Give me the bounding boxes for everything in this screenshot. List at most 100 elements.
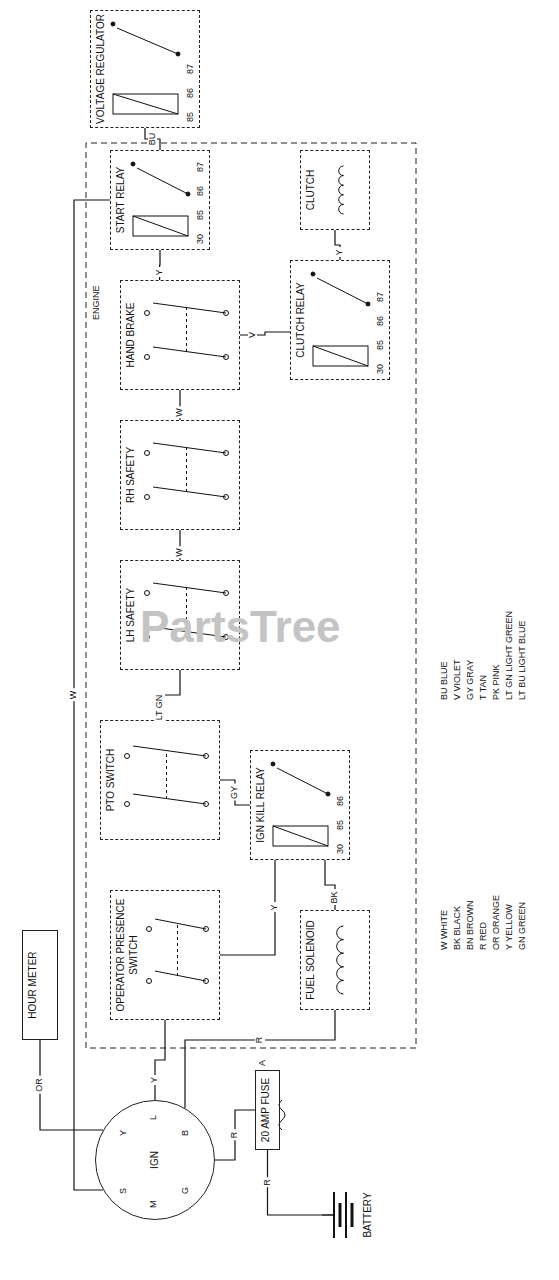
- relay-coil: [273, 826, 328, 846]
- wire-color: Y: [150, 1075, 160, 1085]
- switch-contact: [145, 311, 150, 316]
- switch-blade: [153, 443, 226, 453]
- wire-group: [40, 128, 340, 1215]
- relay-coil: [273, 826, 328, 846]
- wire-color: Y: [270, 902, 280, 912]
- wire-color: LT GN: [155, 693, 165, 723]
- color-key: LT BU LIGHT BLUE: [518, 620, 528, 700]
- switch-box: HAND BRAKE: [120, 280, 240, 390]
- switch-blade: [153, 487, 226, 497]
- switch-link: [186, 308, 187, 352]
- switch-blade: [133, 746, 206, 756]
- watermark: PartsTree: [140, 605, 341, 649]
- battery-symbol: [322, 1192, 352, 1238]
- battery: BATTERY: [322, 1170, 392, 1260]
- solenoid-box: FUEL SOLENOID: [300, 910, 370, 1010]
- relay-contact: [131, 162, 135, 166]
- switch-blade: [153, 303, 226, 313]
- color-key: R RED: [479, 922, 489, 950]
- pin-number: 86: [196, 186, 206, 196]
- node-label: CLUTCH: [305, 154, 318, 226]
- relay-contact: [137, 168, 188, 194]
- wire-color: W: [69, 689, 79, 702]
- node-label: HOUR METER: [27, 934, 40, 1036]
- wire-color: BK: [330, 889, 340, 905]
- node-label: IGN KILL RELAY: [255, 754, 268, 856]
- switch-blade: [153, 347, 226, 357]
- switch-box: RH SAFETY: [120, 420, 240, 530]
- pin-number: 87: [376, 292, 386, 302]
- pin-number: 86: [336, 796, 346, 806]
- switch-blade: [155, 919, 206, 929]
- wire: [145, 128, 160, 150]
- color-key: GN GREEN: [518, 902, 528, 950]
- node-label: 20 AMP FUSE: [260, 1074, 273, 1146]
- switch-contact: [147, 979, 152, 984]
- wire-color: R: [230, 1130, 240, 1141]
- color-key: OR ORANGE: [492, 895, 502, 950]
- color-key: BN BROWN: [466, 901, 476, 951]
- coil-symbol: [337, 926, 344, 994]
- color-key: LT GN LIGHT GREEN: [505, 611, 515, 700]
- color-key: GY GRAY: [466, 660, 476, 700]
- wire: [268, 1150, 323, 1215]
- fuse: 20 AMP FUSE: [255, 1070, 280, 1150]
- wire-color: Y: [155, 267, 165, 277]
- relay-coil: [113, 94, 178, 114]
- terminal-letter: A: [258, 1060, 268, 1066]
- wire-color: R: [263, 1177, 273, 1188]
- switch-contact: [145, 591, 150, 596]
- pin-number: 30: [336, 844, 346, 854]
- wire-color: R: [255, 1035, 265, 1046]
- pin-number: 30: [196, 234, 206, 244]
- terminal-letter: Y: [119, 1130, 129, 1136]
- pin-number: 87: [186, 64, 196, 74]
- switch-contact: [125, 754, 130, 759]
- relay-contact: [326, 792, 330, 796]
- switch-contact: [145, 635, 150, 640]
- coil-symbol: [339, 166, 344, 214]
- terminal-letter: B: [181, 1130, 191, 1136]
- switch-blade: [133, 794, 206, 804]
- relay-coil: [313, 346, 368, 366]
- pin-number: 86: [376, 316, 386, 326]
- pin-number: 85: [336, 820, 346, 830]
- switch-box: LH SAFETY: [120, 560, 240, 670]
- pin-number: 85: [376, 340, 386, 350]
- pin-number: 85: [196, 210, 206, 220]
- terminal-letter: G: [181, 1187, 191, 1194]
- color-key: W WHITE: [440, 910, 450, 950]
- wire-color: BU: [148, 131, 158, 148]
- relay-box: START RELAY: [110, 150, 210, 250]
- relay-coil: [133, 216, 188, 236]
- hour-meter: HOUR METER: [22, 930, 58, 1040]
- relay-coil: [313, 346, 368, 366]
- wire-color: OR: [35, 1076, 45, 1094]
- relay-contact: [311, 272, 315, 276]
- node-label: PTO SWITCH: [105, 724, 118, 836]
- wire: [215, 1110, 255, 1160]
- switch-link: [177, 924, 178, 976]
- node-label: LH SAFETY: [125, 564, 138, 666]
- terminal-letter: M: [149, 1201, 159, 1209]
- wire: [220, 860, 275, 955]
- node-label: VOLTAGE REGULATOR: [95, 14, 108, 124]
- node-label: FUEL SOLENOID: [305, 914, 318, 1006]
- node-label: RH SAFETY: [125, 424, 138, 526]
- relay-contact: [366, 302, 370, 306]
- node-label: BATTERY: [362, 1173, 375, 1257]
- switch-contact: [147, 927, 152, 932]
- relay-box: CLUTCH RELAY: [290, 260, 390, 380]
- node-label: HAND BRAKE: [125, 284, 138, 386]
- relay-contact: [111, 22, 115, 26]
- wire-color: Y: [335, 247, 345, 257]
- region-label: ENGINE: [92, 285, 102, 320]
- wire: [74, 200, 110, 1190]
- relay-contact: [117, 28, 178, 54]
- clutch-box: CLUTCH: [300, 150, 370, 230]
- relay-contact: [176, 52, 180, 56]
- wire: [40, 1040, 103, 1130]
- switch-contact: [125, 802, 130, 807]
- regulator-box: VOLTAGE REGULATOR: [90, 10, 200, 128]
- terminal-letter: S: [119, 1188, 129, 1194]
